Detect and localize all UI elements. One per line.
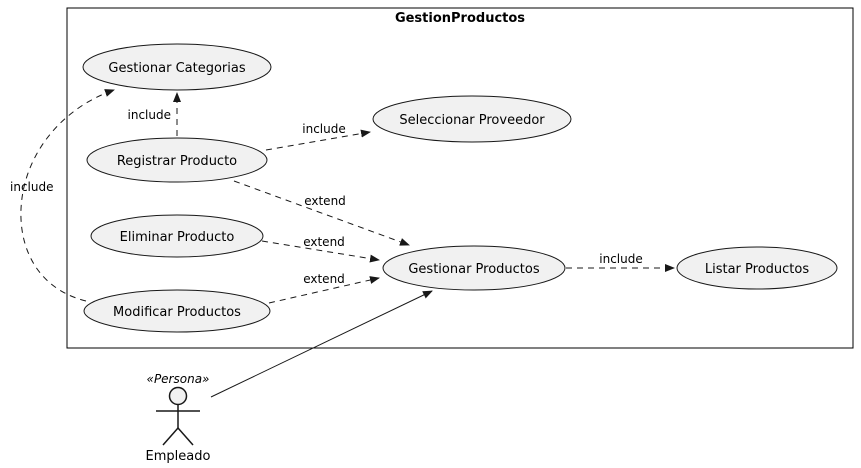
actor-name-label: Empleado: [146, 449, 211, 464]
usecase-registrar-producto-label: Registrar Producto: [117, 154, 237, 169]
actor-empleado: «Persona» Empleado: [146, 372, 211, 464]
usecase-seleccionar-proveedor: Seleccionar Proveedor: [372, 95, 572, 143]
edge-label-modificar-to-gestionar: extend: [303, 272, 345, 286]
usecase-modificar-productos: Modificar Productos: [83, 289, 271, 333]
edge-label-modificar-to-categorias: include: [10, 180, 53, 194]
edge-label-registrar-to-categorias: include: [128, 108, 171, 122]
actor-stick-figure-icon: [156, 386, 200, 446]
usecase-registrar-producto: Registrar Producto: [86, 137, 268, 183]
edge-label-gestionar-to-listar: include: [599, 252, 642, 266]
edge-eliminar-to-gestionar: [261, 240, 380, 263]
edge-empleado-to-gestionar: [210, 290, 433, 398]
system-boundary-title: GestionProductos: [395, 11, 525, 26]
usecase-gestionar-categorias: Gestionar Categorias: [82, 43, 272, 91]
usecase-seleccionar-proveedor-label: Seleccionar Proveedor: [399, 113, 545, 128]
usecase-eliminar-producto-shape: [90, 214, 264, 258]
edge-modificar-to-gestionar: [268, 276, 380, 304]
system-boundary: [66, 7, 854, 349]
usecase-listar-productos-label: Listar Productos: [705, 262, 809, 277]
usecase-gestionar-categorias-label: Gestionar Categorias: [108, 61, 245, 76]
usecase-seleccionar-proveedor-shape: [372, 95, 572, 143]
usecase-listar-productos: Listar Productos: [676, 246, 838, 290]
usecase-listar-productos-shape: [676, 246, 838, 290]
edge-label-registrar-to-proveedor: include: [302, 122, 345, 136]
usecase-eliminar-producto: Eliminar Producto: [90, 214, 264, 258]
actor-stereotype-label: «Persona»: [147, 372, 210, 386]
actor-right-leg: [177, 427, 194, 446]
usecase-gestionar-productos-label: Gestionar Productos: [408, 262, 540, 277]
edge-label-registrar-to-gestionar: extend: [304, 194, 346, 208]
usecase-modificar-productos-label: Modificar Productos: [113, 305, 241, 320]
edge-modificar-to-categorias: [20, 89, 115, 302]
edge-label-eliminar-to-gestionar: extend: [303, 235, 345, 249]
actor-left-leg: [162, 427, 179, 446]
actor-head: [168, 386, 188, 406]
edge-registrar-to-gestionar: [233, 180, 410, 246]
usecase-gestionar-categorias-shape: [82, 43, 272, 91]
usecase-gestionar-productos: Gestionar Productos: [382, 245, 566, 291]
usecase-registrar-producto-shape: [86, 137, 268, 183]
usecase-modificar-productos-shape: [83, 289, 271, 333]
usecase-eliminar-producto-label: Eliminar Producto: [120, 230, 235, 245]
usecase-gestionar-productos-shape: [382, 245, 566, 291]
